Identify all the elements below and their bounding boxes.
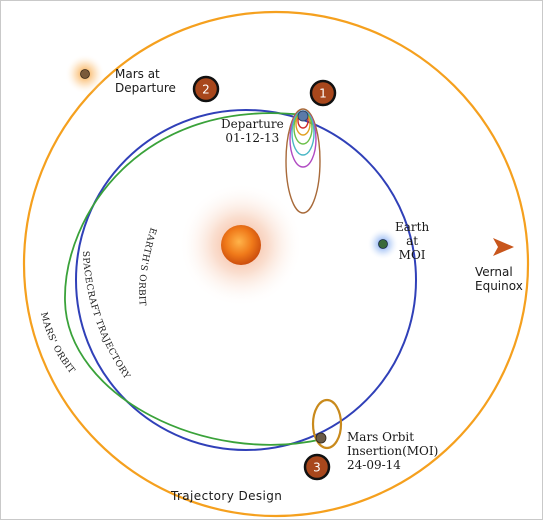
mars-orbit-label-text: MARS' ORBIT	[38, 311, 76, 376]
badge-2-circle	[192, 75, 220, 103]
moi-label-line2: Insertion(MOI)	[347, 444, 439, 458]
departure-label: Departure 01-12-13	[221, 117, 284, 145]
spacecraft-trajectory-label: SPACECRAFT TRAJECTORY	[80, 251, 132, 382]
badge-1-text: 1	[319, 87, 327, 101]
earth-moi-label: Earth at MOI	[395, 220, 429, 262]
vernal-equinox-arrow-icon	[493, 238, 514, 256]
departure-date: 01-12-13	[225, 131, 280, 145]
phasing-loop	[285, 108, 321, 214]
mars-orbit-path	[22, 10, 530, 518]
vernal-equinox-label-line1: Vernal	[475, 265, 513, 279]
badge-3-text: 3	[313, 461, 321, 475]
mars-departure-label-line1: Mars at	[115, 67, 160, 81]
mars-at-moi	[315, 432, 327, 444]
spacecraft-trajectory-path	[64, 112, 324, 446]
mars-at-departure	[80, 69, 90, 79]
badge-1-circle	[309, 79, 337, 107]
badge-3-circle	[303, 453, 331, 481]
diagram-caption: Trajectory Design	[171, 489, 283, 503]
mars-departure-label-line2: Departure	[115, 81, 176, 95]
earth-moi-label-line3: MOI	[398, 248, 426, 262]
mars-orbit-label: MARS' ORBIT	[38, 311, 76, 376]
earth-moi-label-line2: at	[406, 234, 419, 248]
vernal-equinox-label-line2: Equinox	[475, 279, 523, 293]
earth-at-moi	[378, 239, 388, 249]
earth-orbit-label-text: EARTH'S ORBIT	[136, 226, 157, 306]
mars-capture-orbit	[311, 398, 343, 450]
departure-title: Departure	[221, 117, 284, 131]
earth-moi-label-line1: Earth	[395, 220, 430, 234]
departure-phasing-loops	[285, 108, 321, 214]
sun	[221, 225, 261, 265]
badge-1: 1	[309, 79, 337, 107]
mars-departure-label: Mars at Departure	[115, 67, 176, 95]
badge-2: 2	[192, 75, 220, 103]
earth-orbit-path	[75, 109, 417, 451]
vernal-equinox-label: Vernal Equinox	[475, 265, 523, 293]
badge-3: 3	[303, 453, 331, 481]
earth-at-departure	[297, 110, 309, 122]
moi-label-date: 24-09-14	[347, 458, 401, 472]
badge-2-text: 2	[202, 83, 210, 97]
moi-label: Mars Orbit Insertion(MOI) 24-09-14	[347, 430, 438, 472]
spacecraft-trajectory-label-text: SPACECRAFT TRAJECTORY	[80, 251, 132, 382]
moi-label-line1: Mars Orbit	[347, 430, 415, 444]
earth-orbit-label: EARTH'S ORBIT	[136, 226, 158, 306]
